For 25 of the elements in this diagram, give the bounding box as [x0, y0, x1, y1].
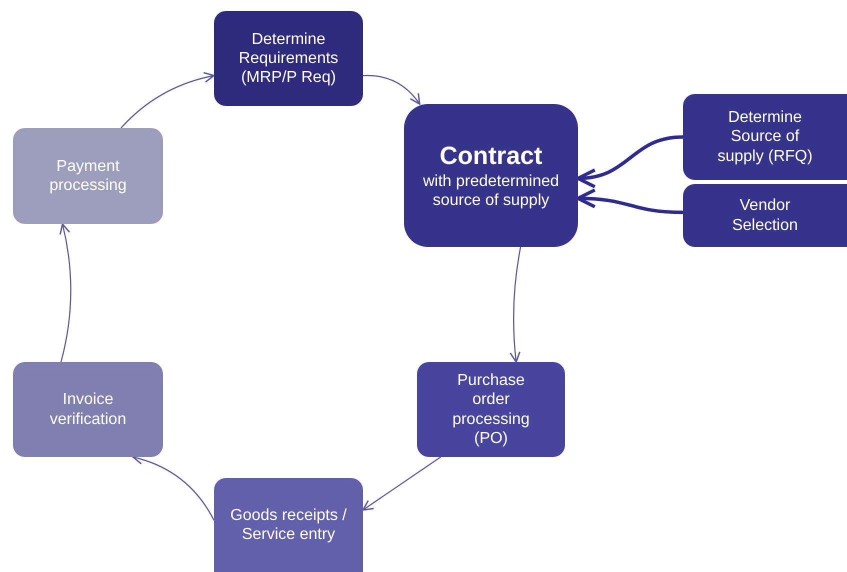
arrow — [576, 188, 684, 214]
box-text: Goods receipts / Service entry — [229, 506, 348, 544]
arrow — [510, 246, 522, 363]
process-box — [13, 362, 163, 457]
box-text: with predetermined source of supply — [422, 172, 560, 210]
process-box — [13, 128, 163, 224]
arrow — [362, 456, 442, 511]
box-text: Purchase order processing (PO) — [451, 371, 531, 448]
process-box — [417, 362, 565, 457]
arrow — [120, 72, 215, 128]
box-text: Determine Source of supply (RFQ) — [716, 108, 814, 166]
arrow — [59, 223, 72, 362]
box-text: Invoice verification — [48, 390, 128, 429]
process-box — [214, 11, 363, 106]
box-heading: Contract — [440, 140, 542, 172]
box-text: Determine Requirements (MRP/P Req) — [238, 30, 340, 88]
process-box — [214, 478, 363, 572]
box-text: Vendor Selection — [731, 196, 799, 235]
process-box — [404, 104, 578, 247]
box-text: Payment processing — [48, 156, 128, 196]
arrow — [362, 74, 420, 105]
arrow — [576, 135, 684, 188]
process-box — [683, 184, 847, 247]
process-box — [683, 94, 847, 180]
arrow — [132, 454, 215, 521]
